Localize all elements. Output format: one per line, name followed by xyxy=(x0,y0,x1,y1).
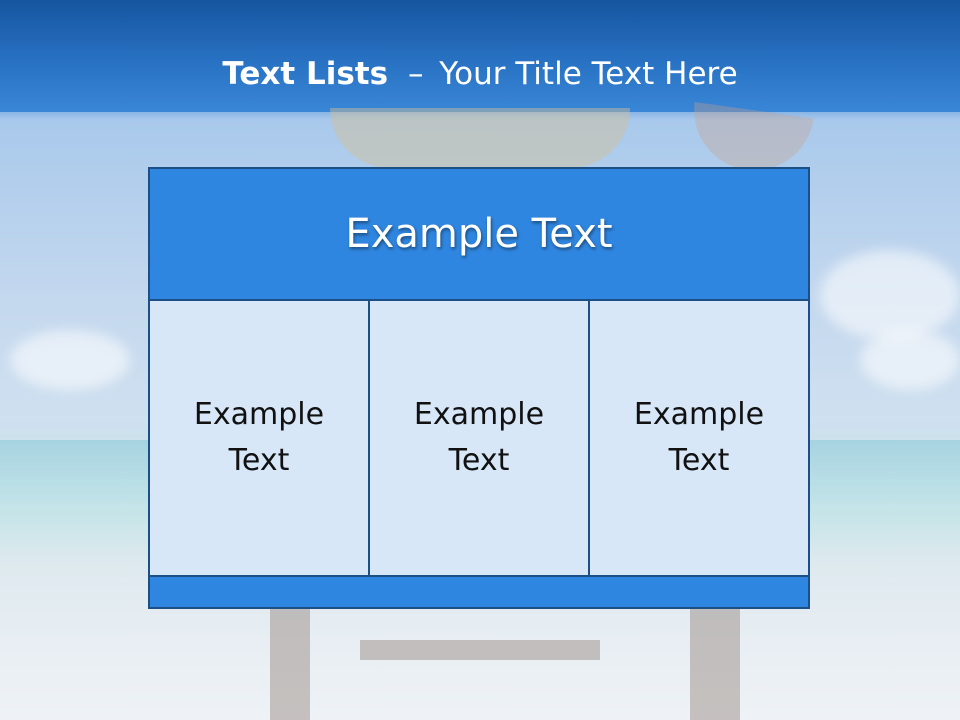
cloud-shape xyxy=(10,330,130,390)
table-header-cell: Example Text xyxy=(148,167,810,301)
column-text: Example Text xyxy=(193,397,325,478)
table-column-2: Example Text xyxy=(368,299,590,577)
chair-leg xyxy=(690,605,740,720)
cloud-shape xyxy=(820,250,960,340)
hat-shape xyxy=(330,108,630,168)
slide-title: Text Lists – Your Title Text Here xyxy=(0,52,960,96)
chair-rail xyxy=(360,640,600,660)
title-separator: – xyxy=(407,56,424,92)
column-text: Example Text xyxy=(413,397,545,478)
text-list-table: Example Text Example Text Example Text E… xyxy=(148,167,810,609)
title-bold: Text Lists xyxy=(222,56,389,92)
table-footer-bar xyxy=(148,575,810,609)
cloud-shape xyxy=(860,330,960,390)
table-header-text: Example Text xyxy=(345,211,613,257)
title-text: Your Title Text Here xyxy=(439,56,738,92)
table-column-3: Example Text xyxy=(588,299,810,577)
chair-leg xyxy=(270,605,310,720)
table-column-1: Example Text xyxy=(148,299,370,577)
title-band xyxy=(0,0,960,112)
column-text: Example Text xyxy=(633,397,765,478)
